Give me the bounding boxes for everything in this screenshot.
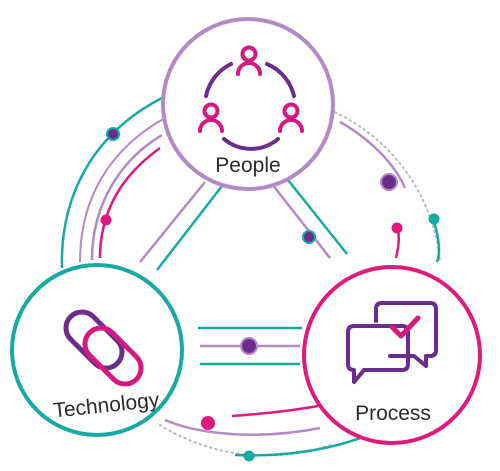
dot-purple-people-process <box>302 230 316 244</box>
dot-magenta-bottom <box>201 416 215 430</box>
teal-orbit-arc-left <box>60 96 163 269</box>
people-node: People <box>161 17 335 191</box>
connector-people-process-teal <box>287 179 348 255</box>
dot-teal-left-top <box>106 127 120 141</box>
triangle-connectors <box>139 179 348 366</box>
dot-magenta-left <box>100 214 112 226</box>
orbit-arcs <box>60 96 441 457</box>
chat-bubbles-check-icon <box>346 301 438 384</box>
purple-orbit-arc-left <box>79 117 166 263</box>
connector-people-process-lilac <box>271 183 331 259</box>
connector-people-tech-teal <box>156 185 223 271</box>
process-node: Process <box>302 265 482 445</box>
magenta-orbit-arc-right <box>394 229 401 259</box>
connector-dots <box>100 127 440 462</box>
magenta-orbit-arc-left <box>98 146 161 259</box>
dot-teal-bottom <box>243 450 255 462</box>
magenta-orbit-arc-bottom <box>231 404 319 418</box>
people-label: People <box>215 154 280 177</box>
dot-teal-right <box>428 213 440 225</box>
people-group-icon <box>198 45 304 151</box>
dotted-orbit-arc <box>329 109 441 263</box>
dot-purple-right-orbit <box>380 173 398 191</box>
technology-ring <box>10 263 184 437</box>
teal-orbit-arc-right <box>432 221 441 263</box>
dot-magenta-right <box>391 222 403 234</box>
lilac-orbit-arc-left <box>90 133 163 261</box>
technology-node: Technology <box>10 263 184 437</box>
process-label: Process <box>355 402 431 425</box>
people-ring <box>161 17 335 191</box>
connector-people-tech-lilac <box>139 181 206 263</box>
dot-purple-center-bottom <box>240 337 258 355</box>
lilac-orbit-arc-bottom <box>164 418 321 436</box>
chain-link-icon <box>63 309 144 387</box>
lilac-orbit-arc-right <box>339 120 407 189</box>
